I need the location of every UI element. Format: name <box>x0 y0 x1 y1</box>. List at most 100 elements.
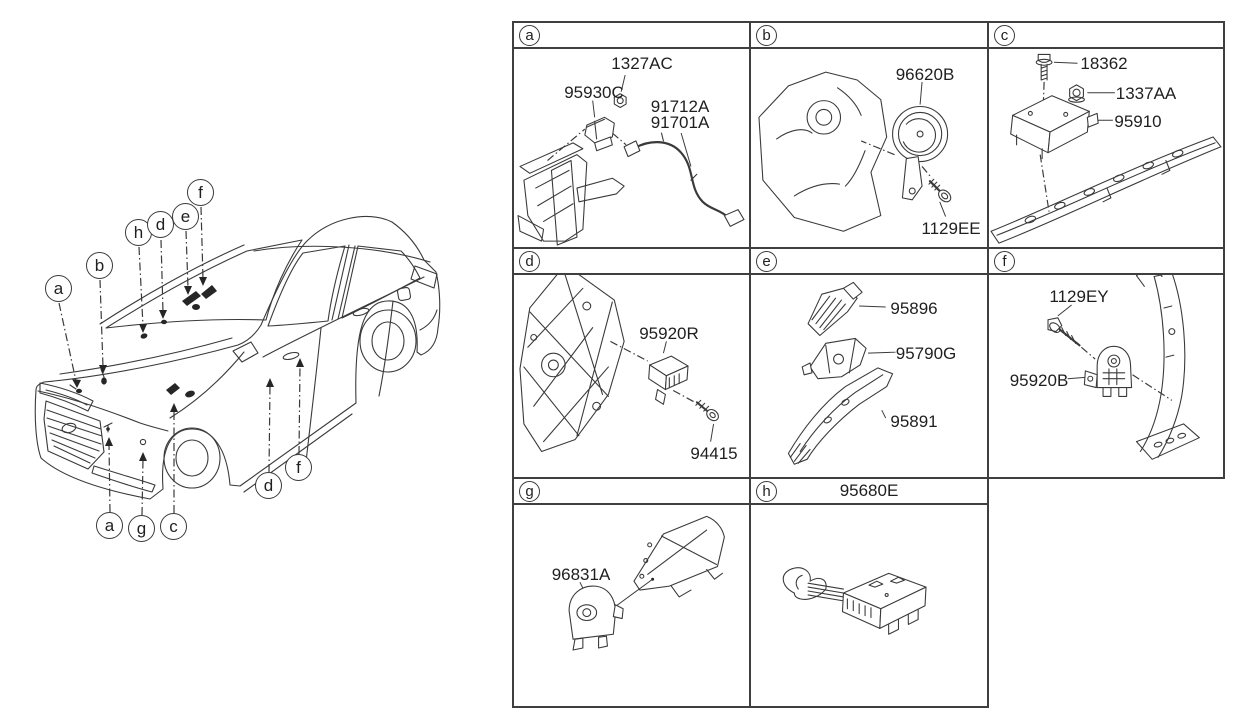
sensor-95920R-art <box>648 355 689 405</box>
callout-letter: d <box>155 215 166 234</box>
part-label-18362[interactable]: 18362 <box>1080 54 1128 73</box>
vehicle-callout-b-top[interactable]: b <box>86 252 113 279</box>
bolt-1129EE-art <box>928 178 952 203</box>
cell-h-illustration <box>782 567 927 635</box>
callout-letter: f <box>296 458 301 477</box>
part-cell-e: e 95896 95790G 95891 <box>749 247 989 479</box>
cell-letter: g <box>525 482 534 500</box>
part-label-91701a[interactable]: 91701A <box>650 113 710 132</box>
callout-letter: a <box>53 279 64 298</box>
part-label-95910[interactable]: 95910 <box>1114 112 1162 131</box>
vehicle-panel: a b h d e f a g c d f <box>0 0 510 727</box>
pillar-art <box>1135 265 1200 460</box>
cell-b-illustration <box>758 71 952 232</box>
cell-e-letter-badge: e <box>756 250 777 272</box>
part-label-1337aa[interactable]: 1337AA <box>1115 84 1177 103</box>
cell-e-header: e <box>751 249 987 275</box>
callout-letter: f <box>198 183 203 202</box>
cell-letter: e <box>762 252 771 270</box>
callout-letter: g <box>136 519 147 538</box>
part-cell-h: h 95680E <box>749 477 989 708</box>
callout-letter: h <box>133 223 144 242</box>
cell-a-letter-badge: a <box>519 24 540 46</box>
car-outline <box>34 215 441 500</box>
callout-leader-lines <box>58 206 304 516</box>
part-cell-d: d 95920R 94415 <box>512 247 751 479</box>
bolt-18362-art <box>1035 53 1053 81</box>
cell-f-illustration <box>1047 265 1200 460</box>
vehicle-callout-d-top[interactable]: d <box>147 211 174 238</box>
cell-b-letter-badge: b <box>756 24 777 46</box>
vehicle-callout-c-bottom[interactable]: c <box>160 513 187 540</box>
door-module-art <box>519 264 625 452</box>
module-95680E-art <box>782 567 927 635</box>
vehicle-callout-e-top[interactable]: e <box>172 203 199 230</box>
cell-a-header: a <box>514 23 749 49</box>
vehicle-callout-a-top[interactable]: a <box>45 275 72 302</box>
part-label-94415[interactable]: 94415 <box>690 444 738 463</box>
nut-1337AA-art <box>1068 84 1085 103</box>
callout-letter: b <box>94 256 105 275</box>
part-label-1327ac[interactable]: 1327AC <box>611 54 673 73</box>
bolt-1129EY-art <box>1047 317 1081 347</box>
cell-d-letter-badge: d <box>519 250 540 272</box>
car-sensor-marks <box>69 285 217 446</box>
cell-c-illustration <box>990 53 1222 244</box>
cell-e-illustration <box>787 281 896 465</box>
part-cell-a: a 1327AC 95930C 91712A 91701A <box>512 21 751 249</box>
part-cell-b: b 96620B 1129EE <box>749 21 989 249</box>
cell-f-letter-badge: f <box>994 250 1015 272</box>
part-label-95790g[interactable]: 95790G <box>895 344 957 363</box>
cell-f-header: f <box>989 249 1223 275</box>
part-label-95930c[interactable]: 95930C <box>564 83 624 102</box>
part-label-96620b[interactable]: 96620B <box>895 65 955 84</box>
cell-letter: f <box>1002 252 1007 270</box>
part-label-1129ee[interactable]: 1129EE <box>921 219 981 238</box>
cell-g-illustration <box>568 515 725 651</box>
sensor-95920B-art <box>1083 345 1133 397</box>
part-label-1129ey[interactable]: 1129EY <box>1049 287 1109 306</box>
cell-d-header: d <box>514 249 749 275</box>
callout-letter: e <box>180 207 191 226</box>
cell-letter: b <box>762 26 771 44</box>
cell-h-header: h 95680E <box>751 479 987 505</box>
part-cell-g: g 96831A <box>512 477 751 708</box>
cell-a-illustration <box>517 74 745 246</box>
cell-c-letter-badge: c <box>994 24 1015 46</box>
engine-bay-art <box>758 71 888 232</box>
cell-b-header: b <box>751 23 987 49</box>
nut-1327AC-art <box>613 93 627 109</box>
vehicle-callout-a-bottom[interactable]: a <box>96 512 123 539</box>
part-label-91712a[interactable]: 91712A <box>650 97 710 116</box>
cell-letter: h <box>762 482 771 500</box>
radiator-support-art <box>517 142 625 246</box>
module-95910-art <box>1010 95 1099 160</box>
vehicle-callout-f-bottom[interactable]: f <box>285 454 312 481</box>
part-label-95680e[interactable]: 95680E <box>839 481 899 500</box>
vehicle-line-art <box>34 206 441 516</box>
harness-91701A-art <box>623 132 745 227</box>
vehicle-callout-g-bottom[interactable]: g <box>128 515 155 542</box>
horn-96831A-art <box>568 585 624 651</box>
vehicle-callout-d-bottom[interactable]: d <box>255 472 282 499</box>
cover-95896-art <box>807 281 863 337</box>
rail-art <box>990 136 1222 244</box>
part-label-95896[interactable]: 95896 <box>890 299 938 318</box>
cell-letter: d <box>525 252 534 270</box>
part-cell-f: f 1129EY 95920B <box>987 247 1225 479</box>
cell-letter: a <box>525 26 534 44</box>
parts-grid: a 1327AC 95930C 91712A 91701A <box>512 21 1225 708</box>
vehicle-callout-f-top[interactable]: f <box>187 179 214 206</box>
part-label-96831a[interactable]: 96831A <box>551 565 611 584</box>
screw-94415-art <box>695 399 719 422</box>
callout-letter: a <box>104 516 115 535</box>
part-label-95891[interactable]: 95891 <box>890 412 938 431</box>
cell-d-illustration <box>519 264 719 452</box>
bracket-95891-art <box>787 367 894 465</box>
cell-h-letter-badge: h <box>756 480 777 502</box>
part-label-95920b[interactable]: 95920B <box>1009 371 1069 390</box>
camera-95790G-art <box>801 337 867 380</box>
cell-g-header: g <box>514 479 749 505</box>
part-label-95920r[interactable]: 95920R <box>639 324 699 343</box>
callout-letter: c <box>169 517 178 536</box>
